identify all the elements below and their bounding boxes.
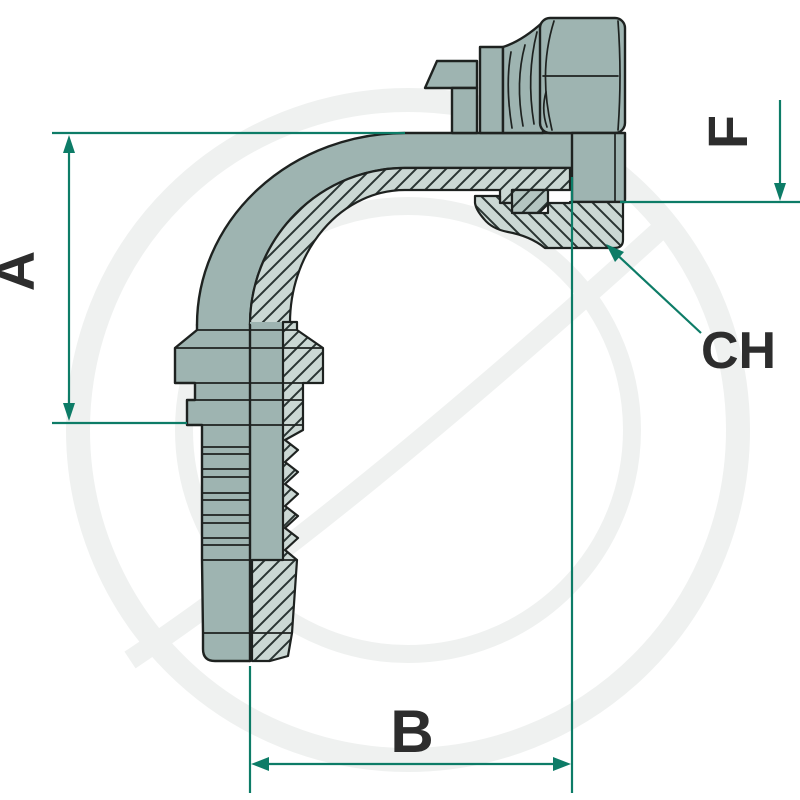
swivel-nut [473, 16, 627, 250]
barb-ridges [202, 446, 251, 546]
dimension-ch-callout [606, 244, 702, 334]
washer-ring [423, 59, 479, 90]
retaining-collar-section [510, 188, 550, 215]
dimension-b [248, 177, 574, 793]
nipple-rings [423, 20, 545, 135]
nut-body [570, 131, 627, 204]
hose-shank [173, 320, 325, 663]
dimension-label-f: F [696, 115, 759, 149]
dimension-a [52, 131, 405, 425]
watermark [66, 88, 750, 772]
dimension-f [620, 100, 800, 204]
ring-2 [478, 45, 505, 135]
dimension-label-a: A [0, 251, 46, 291]
nut-flange-section [473, 194, 625, 250]
ring-1 [450, 86, 479, 135]
dimension-label-b: B [390, 698, 433, 765]
dimension-label-ch: CH [701, 322, 776, 380]
